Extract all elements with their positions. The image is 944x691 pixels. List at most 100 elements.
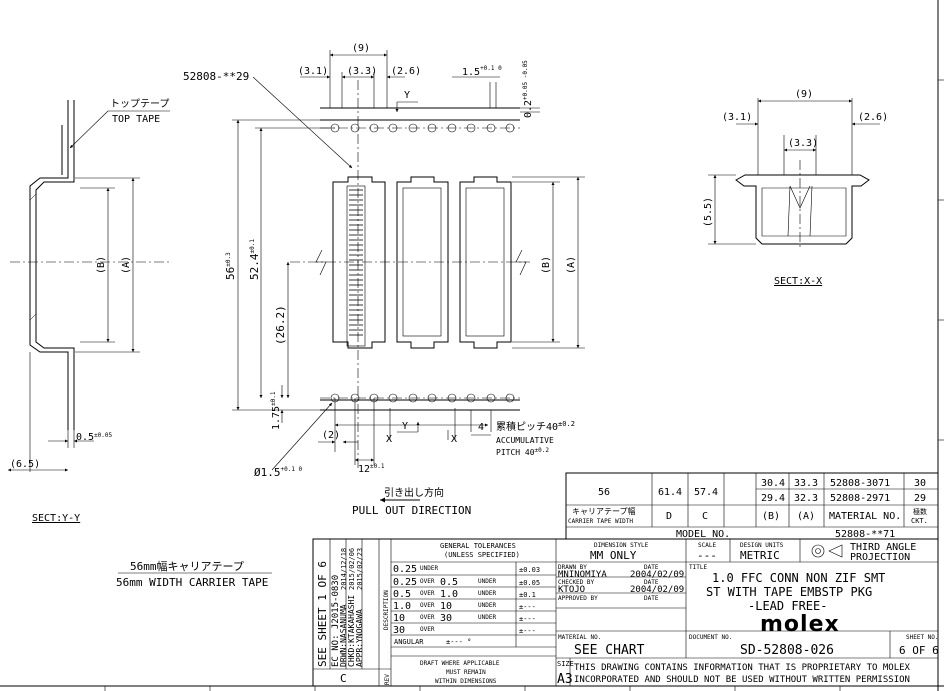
- dim-phi-1-5: Ø1.5+0.1 0: [254, 466, 303, 479]
- tol-r3-d: UNDER: [478, 590, 496, 597]
- size-label: SIZE: [557, 660, 574, 668]
- tol-row-3: 0.5 OVER 1.0 UNDER ±0.1: [393, 589, 536, 600]
- drawn-date-label: DATE: [644, 564, 659, 571]
- chart-r2-c7: 29: [914, 493, 926, 504]
- tol-r1-e: ±0.03: [519, 566, 540, 574]
- chart-r2-c6: 52808-2971: [830, 493, 890, 504]
- draft-note-3: WITHIN DIMENSIONS: [435, 678, 497, 685]
- section-marker-y-bottom: Y: [402, 421, 408, 432]
- rev-drawn: DRWN:NASANUMA: [339, 604, 348, 667]
- dim-3-1-right: (3.1): [722, 112, 752, 123]
- section-y-y-view: (B) (A) トップテープ TOP TAPE 0.5±0.05 (6.5) S…: [8, 98, 170, 524]
- title-label: TITLE: [689, 564, 707, 571]
- tol-r2-c: 0.5: [440, 577, 458, 588]
- tol-r5-e: ±---: [519, 615, 536, 623]
- third-angle-projection-icon: [811, 544, 843, 558]
- col-ckt-jp: 極数: [913, 507, 927, 516]
- rev-label: REV: [384, 674, 391, 685]
- col-C: C: [702, 511, 708, 522]
- description-label: DESCRIPTION: [383, 590, 390, 630]
- dim-6-5: (6.5): [10, 459, 40, 470]
- tol-r4-c: 10: [440, 601, 452, 612]
- tol-r1-b: UNDER: [420, 565, 438, 572]
- tol-r3-b: OVER: [420, 590, 435, 597]
- rev-date-3: 2015/02/23: [356, 548, 364, 590]
- dim-52-4: 52.4±0.1: [248, 239, 261, 280]
- rev-approved: APPR:YNOGAWA: [355, 609, 364, 667]
- document-no-label: DOCUMENT NO.: [689, 634, 732, 641]
- gen-tol-title-1: GENERAL TOLERANCES: [440, 542, 516, 550]
- model-no-value: 52808-**71: [835, 529, 895, 540]
- tol-r4-a: 1.0: [393, 601, 411, 612]
- chart-r1-c1: 56: [598, 487, 610, 498]
- tol-r2-e: ±0.05: [519, 579, 540, 587]
- width-note-en: 56mm WIDTH CARRIER TAPE: [116, 576, 268, 589]
- chart-r1-c7: 30: [914, 478, 926, 489]
- checked-by-value: KTOJO: [558, 585, 585, 595]
- tol-r5-c: 30: [440, 613, 452, 624]
- tol-row-4: 1.0 OVER 10 UNDER ±---: [393, 601, 536, 612]
- proprietary-notice-2: INCORPORATED AND SHOULD NOT BE USED WITH…: [574, 675, 910, 685]
- gen-tol-title-2: (UNLESS SPECIFIED): [444, 551, 520, 559]
- document-no-value: SD-52808-026: [740, 643, 834, 658]
- dim-B-left: (B): [96, 256, 107, 274]
- approved-date-label: DATE: [644, 595, 659, 602]
- col-D: D: [666, 511, 672, 522]
- title-line-1: 1.0 FFC CONN NON ZIF SMT: [712, 571, 885, 585]
- title-line-3: -LEAD FREE-: [748, 599, 827, 613]
- label-carrier-width-en: CARRIER TAPE WIDTH: [568, 518, 633, 525]
- dim-0-2-top: 0.2+0.05 -0.05: [522, 60, 534, 118]
- pitch-en-1: ACCUMULATIVE: [496, 436, 554, 445]
- angular-label: ANGULAR: [394, 638, 424, 646]
- section-marker-x-bottom-left: X: [386, 434, 392, 445]
- tol-r6-a: 30: [393, 625, 405, 636]
- dim-style-label: DIMENSION STYLE: [594, 542, 649, 549]
- drawn-by-value: MNINOMIYA: [558, 570, 607, 580]
- section-marker-x-bottom-right: X: [451, 434, 457, 445]
- dim-A-left: (A): [121, 256, 132, 274]
- tol-r2-b: OVER: [420, 578, 435, 585]
- rev-value: C: [340, 672, 347, 685]
- draft-note-1: DRAFT WHERE APPLICABLE: [420, 660, 500, 667]
- chart-r1-c3: 57.4: [694, 487, 718, 498]
- carrier-tape-view: (9) (3.1) (3.3) (2.6) 1.5+0.1 0 0.2+0.05…: [183, 43, 585, 517]
- width-note-jp: 56mm幅キャリアテープ: [130, 560, 244, 573]
- pull-direction-jp: 引き出し方向: [384, 486, 444, 499]
- pocket-2: [396, 176, 449, 349]
- dim-5-5: (5.5): [703, 197, 714, 227]
- section-y-y-label: SECT:Y-Y: [32, 513, 80, 524]
- tol-row-6: 30 OVER ±---: [393, 625, 536, 636]
- dim-A-center: (A): [566, 256, 577, 274]
- dim-2-6-right: (2.6): [858, 112, 888, 123]
- sheet-no-label: SHEET NO.: [906, 634, 939, 641]
- col-A: (A): [797, 511, 815, 522]
- tol-r5-d: UNDER: [478, 614, 496, 621]
- drawn-by-label: DRAWN BY: [558, 564, 587, 571]
- tol-r4-b: OVER: [420, 602, 435, 609]
- approved-by-label: APPROVED BY: [558, 595, 598, 602]
- checked-by-label: CHECKED BY: [558, 579, 595, 586]
- dim-3-3-right: (3.3): [788, 138, 818, 149]
- dim-56: 56±0.3: [224, 252, 237, 280]
- draft-note-2: MUST REMAIN: [446, 669, 486, 676]
- projection-2: PROJECTION: [850, 552, 910, 563]
- chart-r1-c6: 52808-3071: [830, 478, 890, 489]
- scale-label: SCALE: [698, 542, 716, 549]
- tol-r6-b: OVER: [420, 626, 435, 633]
- model-no-label: MODEL NO.: [676, 529, 730, 540]
- section-x-x-label: SECT:X-X: [774, 276, 822, 287]
- dim-9-right: (9): [795, 89, 813, 100]
- section-x-x-view: (9) (3.1) (3.3) (2.6) (5.5) SECT:X-X: [703, 89, 888, 287]
- top-tape-jp: トップテープ: [110, 98, 169, 110]
- dim-4: 4: [478, 422, 484, 433]
- proprietary-notice-1: THIS DRAWING CONTAINS INFORMATION THAT I…: [574, 663, 911, 673]
- sheet-no-value: 6 OF 6: [899, 644, 939, 657]
- molex-logo: molex: [760, 612, 840, 637]
- col-B: (B): [762, 511, 780, 522]
- tol-r4-d: UNDER: [478, 602, 496, 609]
- dim-1-75: 1.75±0.1: [270, 391, 282, 430]
- rev-checked: CHKD:KTAKAHASHI: [347, 595, 356, 667]
- dim-9-top: (9): [352, 43, 370, 54]
- dim-26-2: (26.2): [274, 305, 287, 345]
- design-units-value: METRIC: [740, 549, 780, 562]
